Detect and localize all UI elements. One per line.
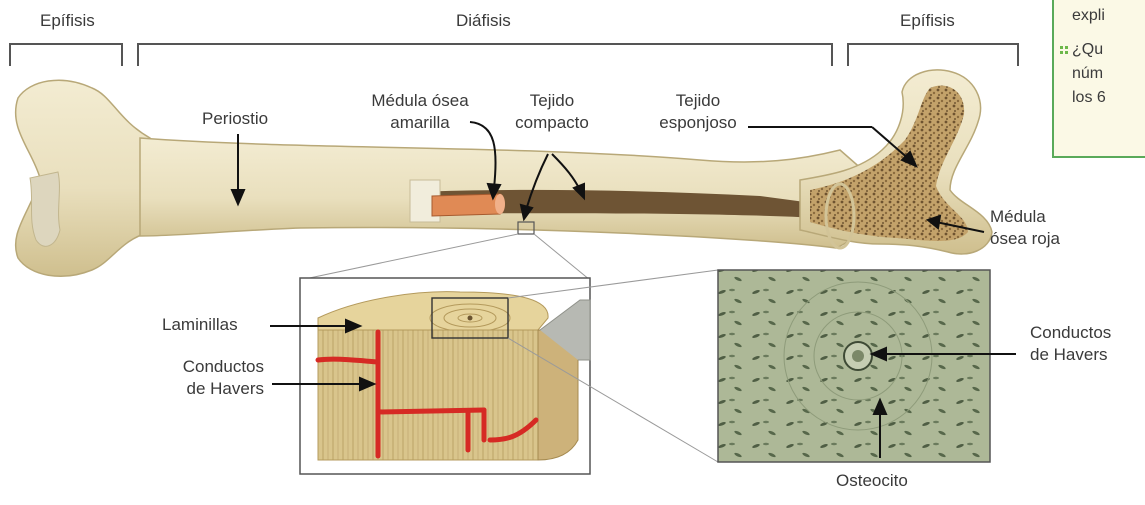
section-label-epiphysis-right: Epífisis: [900, 10, 955, 32]
label-medula-roja-line1: Médula: [990, 206, 1060, 228]
bullet-icon: [1060, 46, 1068, 54]
label-tejido-compacto: Tejido compacto: [502, 90, 602, 134]
label-medula-amarilla-line1: Médula ósea: [352, 90, 488, 112]
zoom-lines: [300, 234, 590, 280]
section-label-epiphysis-left: Epífisis: [40, 10, 95, 32]
label-havers-left-line2: de Havers: [140, 378, 264, 400]
label-havers-left-line1: Conductos: [140, 356, 264, 378]
label-medula-roja-line2: ósea roja: [990, 228, 1060, 250]
bracket-diaphysis: [138, 44, 832, 66]
label-havers-left: Conductos de Havers: [140, 356, 264, 400]
label-havers-right: Conductos de Havers: [1030, 322, 1111, 366]
side-note-line3: núm: [1072, 62, 1103, 86]
label-havers-right-line1: Conductos: [1030, 322, 1111, 344]
label-laminillas: Laminillas: [162, 314, 238, 336]
label-tejido-esponjoso-line2: esponjoso: [648, 112, 748, 134]
bracket-epiphysis-right: [848, 44, 1018, 66]
label-havers-right-line2: de Havers: [1030, 344, 1111, 366]
side-note-line4: los 6: [1072, 86, 1106, 110]
side-note-line1: expli: [1072, 4, 1105, 28]
compact-bone-block: [300, 278, 590, 474]
side-note-box: expli ¿Qu núm los 6: [1052, 0, 1145, 158]
label-tejido-esponjoso: Tejido esponjoso: [648, 90, 748, 134]
section-label-diaphysis: Diáfisis: [456, 10, 511, 32]
side-note-line2: ¿Qu: [1072, 38, 1103, 62]
label-tejido-compacto-line1: Tejido: [502, 90, 602, 112]
label-tejido-compacto-line2: compacto: [502, 112, 602, 134]
label-tejido-esponjoso-line1: Tejido: [648, 90, 748, 112]
label-periostio: Periostio: [202, 108, 268, 130]
label-medula-roja: Médula ósea roja: [990, 206, 1060, 250]
label-medula-amarilla-line2: amarilla: [352, 112, 488, 134]
bracket-epiphysis-left: [10, 44, 122, 66]
label-osteocito: Osteocito: [836, 470, 908, 492]
micrograph: [718, 270, 990, 462]
label-medula-amarilla: Médula ósea amarilla: [352, 90, 488, 134]
